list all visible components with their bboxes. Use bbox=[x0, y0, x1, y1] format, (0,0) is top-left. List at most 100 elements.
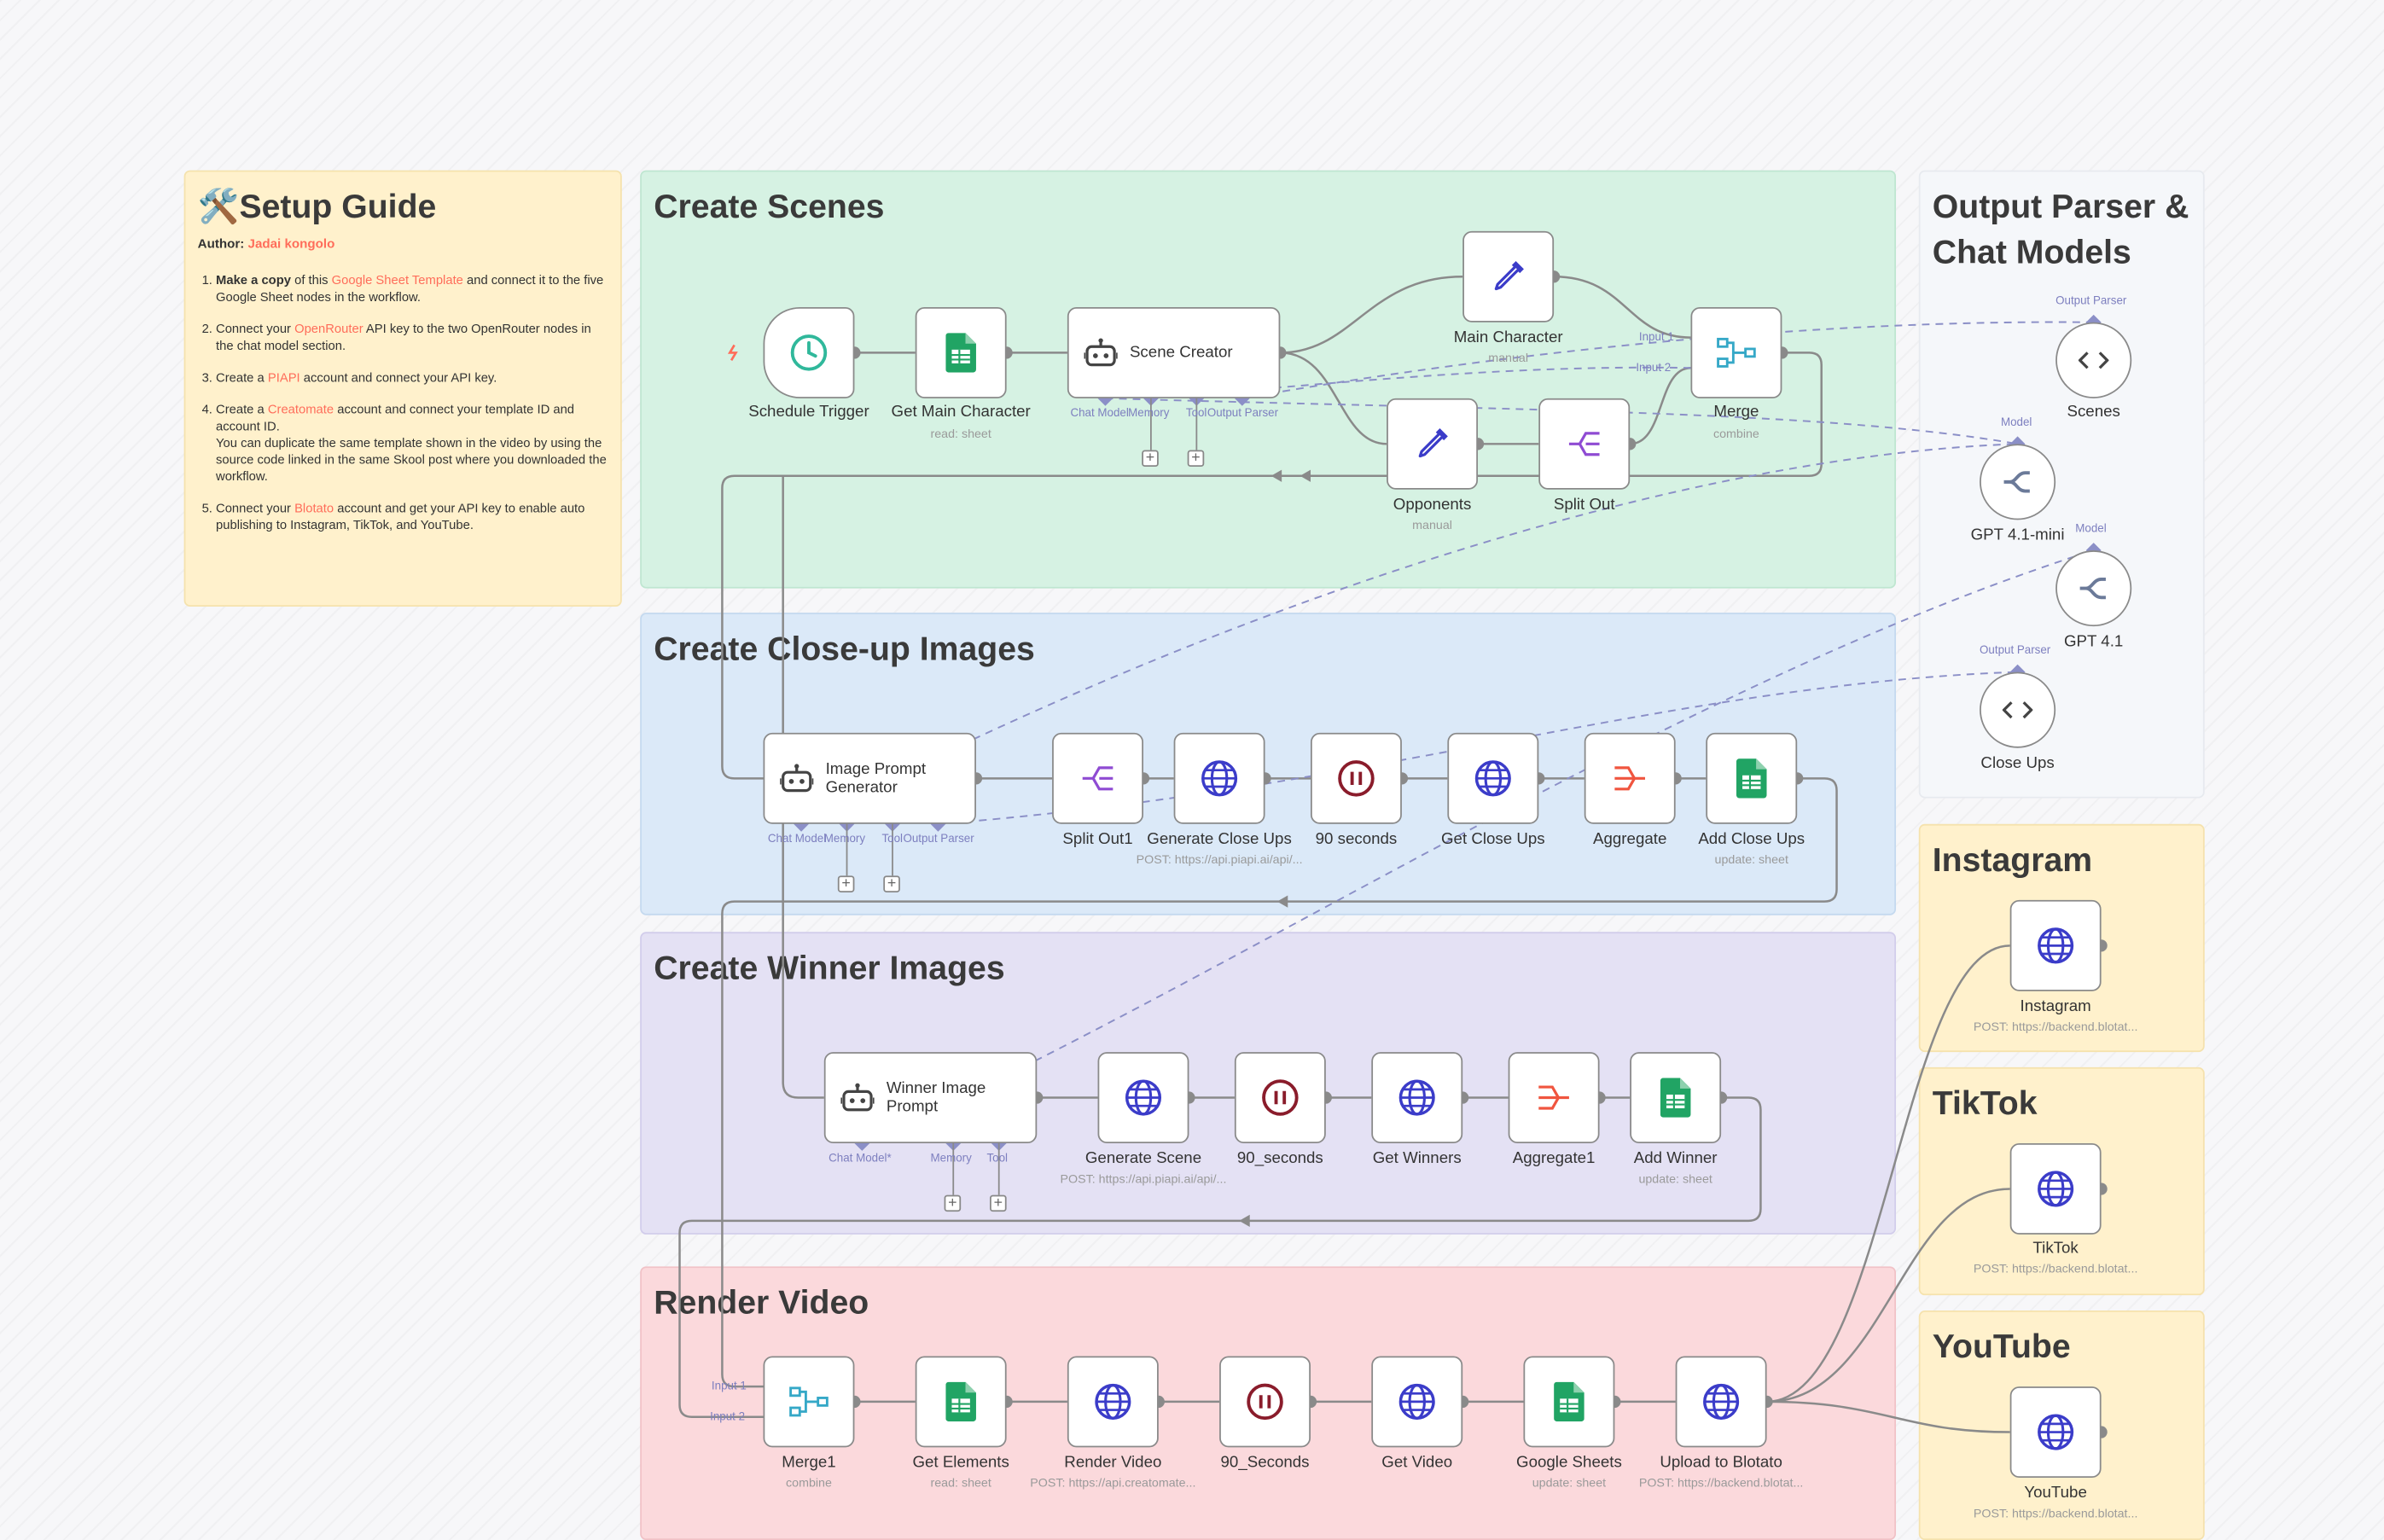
google-sheets-icon bbox=[1736, 758, 1767, 799]
gpt41-model-node[interactable] bbox=[2055, 550, 2132, 627]
globe-icon bbox=[1125, 1079, 1162, 1116]
clock-icon bbox=[790, 334, 828, 371]
globe-icon bbox=[1398, 1383, 1435, 1420]
aggregate1-node[interactable] bbox=[1508, 1052, 1600, 1143]
aggregate-node[interactable] bbox=[1584, 732, 1676, 824]
add-close-ups-node[interactable] bbox=[1706, 732, 1798, 824]
node-label: 90_Seconds bbox=[1220, 1453, 1310, 1472]
google-sheet-template-link[interactable]: Google Sheet Template bbox=[331, 271, 463, 288]
generate-close-ups-node[interactable] bbox=[1173, 732, 1265, 824]
youtube-node[interactable] bbox=[2009, 1386, 2102, 1479]
node-subtitle: read: sheet bbox=[930, 1476, 991, 1491]
node-label: Merge bbox=[1713, 403, 1759, 421]
node-label: YouTube bbox=[2024, 1484, 2087, 1502]
globe-icon bbox=[2038, 1414, 2074, 1450]
render-video-node[interactable] bbox=[1067, 1356, 1159, 1448]
get-main-character-node[interactable] bbox=[915, 306, 1007, 398]
port-label: Chat Model bbox=[1070, 405, 1129, 420]
port-label: Tool bbox=[986, 1150, 1008, 1165]
get-close-ups-node[interactable] bbox=[1447, 732, 1539, 824]
instagram-node[interactable] bbox=[2009, 899, 2102, 991]
port-label: Output Parser bbox=[903, 831, 974, 846]
group-title: Render Video bbox=[654, 1282, 869, 1322]
split-out1-node[interactable] bbox=[1052, 732, 1143, 824]
add-tool-button[interactable]: + bbox=[990, 1194, 1007, 1212]
creatomate-link[interactable]: Creatomate bbox=[267, 401, 334, 417]
pause-icon bbox=[1247, 1383, 1283, 1421]
wait-90-seconds-node[interactable] bbox=[1310, 732, 1402, 824]
merge1-node[interactable] bbox=[763, 1356, 855, 1448]
node-label: Add Winner bbox=[1633, 1149, 1718, 1168]
google-sheets-icon bbox=[945, 1381, 976, 1422]
tiktok-node[interactable] bbox=[2009, 1142, 2102, 1235]
scenes-output-parser-node[interactable] bbox=[2055, 322, 2132, 398]
winner-image-prompt-node[interactable]: Winner Image Prompt bbox=[823, 1052, 1038, 1143]
node-label: Generate Close Ups bbox=[1147, 829, 1292, 849]
node-label: Winner Image Prompt bbox=[886, 1079, 986, 1116]
port-label: Tool bbox=[881, 831, 904, 846]
group-title: Instagram bbox=[1932, 840, 2093, 879]
port-label: Input 1 bbox=[711, 1379, 747, 1393]
gpt41mini-model-node[interactable] bbox=[1980, 444, 2056, 520]
node-label: Main Character bbox=[1453, 328, 1563, 347]
node-label: Schedule Trigger bbox=[748, 403, 869, 421]
node-label: Scenes bbox=[2067, 403, 2120, 421]
port-label: Input 2 bbox=[1636, 360, 1672, 375]
google-sheets-icon bbox=[945, 333, 976, 373]
author-link[interactable]: Jadai kongolo bbox=[247, 235, 335, 252]
generate-scene-node[interactable] bbox=[1097, 1052, 1189, 1143]
scene-creator-node[interactable]: Scene Creator bbox=[1067, 306, 1281, 398]
node-label: Opponents bbox=[1393, 495, 1472, 514]
port-label: Output Parser bbox=[1980, 642, 2051, 657]
blotato-link[interactable]: Blotato bbox=[294, 500, 334, 516]
node-subtitle: combine bbox=[786, 1476, 832, 1491]
node-subtitle: manual bbox=[1412, 518, 1452, 532]
piapi-link[interactable]: PIAPI bbox=[267, 369, 300, 385]
image-prompt-generator-node[interactable]: Image Prompt Generator bbox=[763, 732, 976, 824]
openrouter-icon bbox=[2003, 471, 2030, 493]
schedule-trigger-node[interactable] bbox=[763, 306, 855, 398]
get-elements-node[interactable] bbox=[915, 1356, 1007, 1448]
wait-90-seconds-b-node[interactable] bbox=[1234, 1052, 1326, 1143]
add-tool-button[interactable]: + bbox=[883, 875, 900, 892]
get-winners-node[interactable] bbox=[1371, 1052, 1463, 1143]
merge-node[interactable] bbox=[1690, 306, 1782, 398]
add-winner-node[interactable] bbox=[1630, 1052, 1722, 1143]
node-label: Generate Scene bbox=[1084, 1149, 1202, 1168]
opponents-node[interactable] bbox=[1387, 398, 1479, 490]
google-sheets-icon bbox=[1554, 1381, 1584, 1422]
globe-icon bbox=[1095, 1383, 1131, 1420]
node-subtitle: update: sheet bbox=[1638, 1171, 1712, 1186]
wait-90-seconds-c-node[interactable] bbox=[1219, 1356, 1311, 1448]
add-memory-button[interactable]: + bbox=[837, 875, 855, 892]
aggregate-icon bbox=[1538, 1085, 1569, 1110]
globe-icon bbox=[1398, 1079, 1435, 1116]
main-character-node[interactable] bbox=[1462, 230, 1555, 323]
add-tool-button[interactable]: + bbox=[1187, 450, 1205, 468]
port-label: Memory bbox=[930, 1150, 972, 1165]
node-label: Aggregate1 bbox=[1512, 1149, 1596, 1168]
add-memory-button[interactable]: + bbox=[944, 1194, 962, 1212]
port-label: Memory bbox=[823, 831, 866, 846]
group-parsers-models[interactable]: Output Parser & Chat Models bbox=[1918, 170, 2205, 799]
get-video-node[interactable] bbox=[1371, 1356, 1463, 1448]
group-title: Create Scenes bbox=[654, 187, 885, 225]
split-out-node[interactable] bbox=[1538, 398, 1631, 490]
node-subtitle: read: sheet bbox=[930, 427, 991, 441]
openrouter-link[interactable]: OpenRouter bbox=[294, 320, 363, 336]
setup-guide-note[interactable]: 🛠️Setup Guide Author: Jadai kongolo Make… bbox=[183, 170, 622, 607]
node-subtitle: POST: https://backend.blotat... bbox=[1973, 1506, 2138, 1520]
port-label: Input 2 bbox=[710, 1409, 746, 1423]
add-memory-button[interactable]: + bbox=[1142, 450, 1159, 468]
closeups-output-parser-node[interactable] bbox=[1980, 671, 2056, 748]
node-label: Get Video bbox=[1381, 1453, 1453, 1472]
google-sheets-node[interactable] bbox=[1523, 1356, 1615, 1448]
setup-step-1: Make a copy of this Google Sheet Templat… bbox=[216, 272, 608, 305]
robot-icon bbox=[1084, 338, 1118, 367]
node-subtitle: POST: https://api.creatomate... bbox=[1030, 1476, 1196, 1491]
robot-icon bbox=[780, 764, 814, 793]
code-icon bbox=[2078, 352, 2109, 369]
globe-icon bbox=[1474, 760, 1511, 797]
upload-to-blotato-node[interactable] bbox=[1675, 1356, 1767, 1448]
port-label: Output Parser bbox=[1207, 405, 1279, 420]
